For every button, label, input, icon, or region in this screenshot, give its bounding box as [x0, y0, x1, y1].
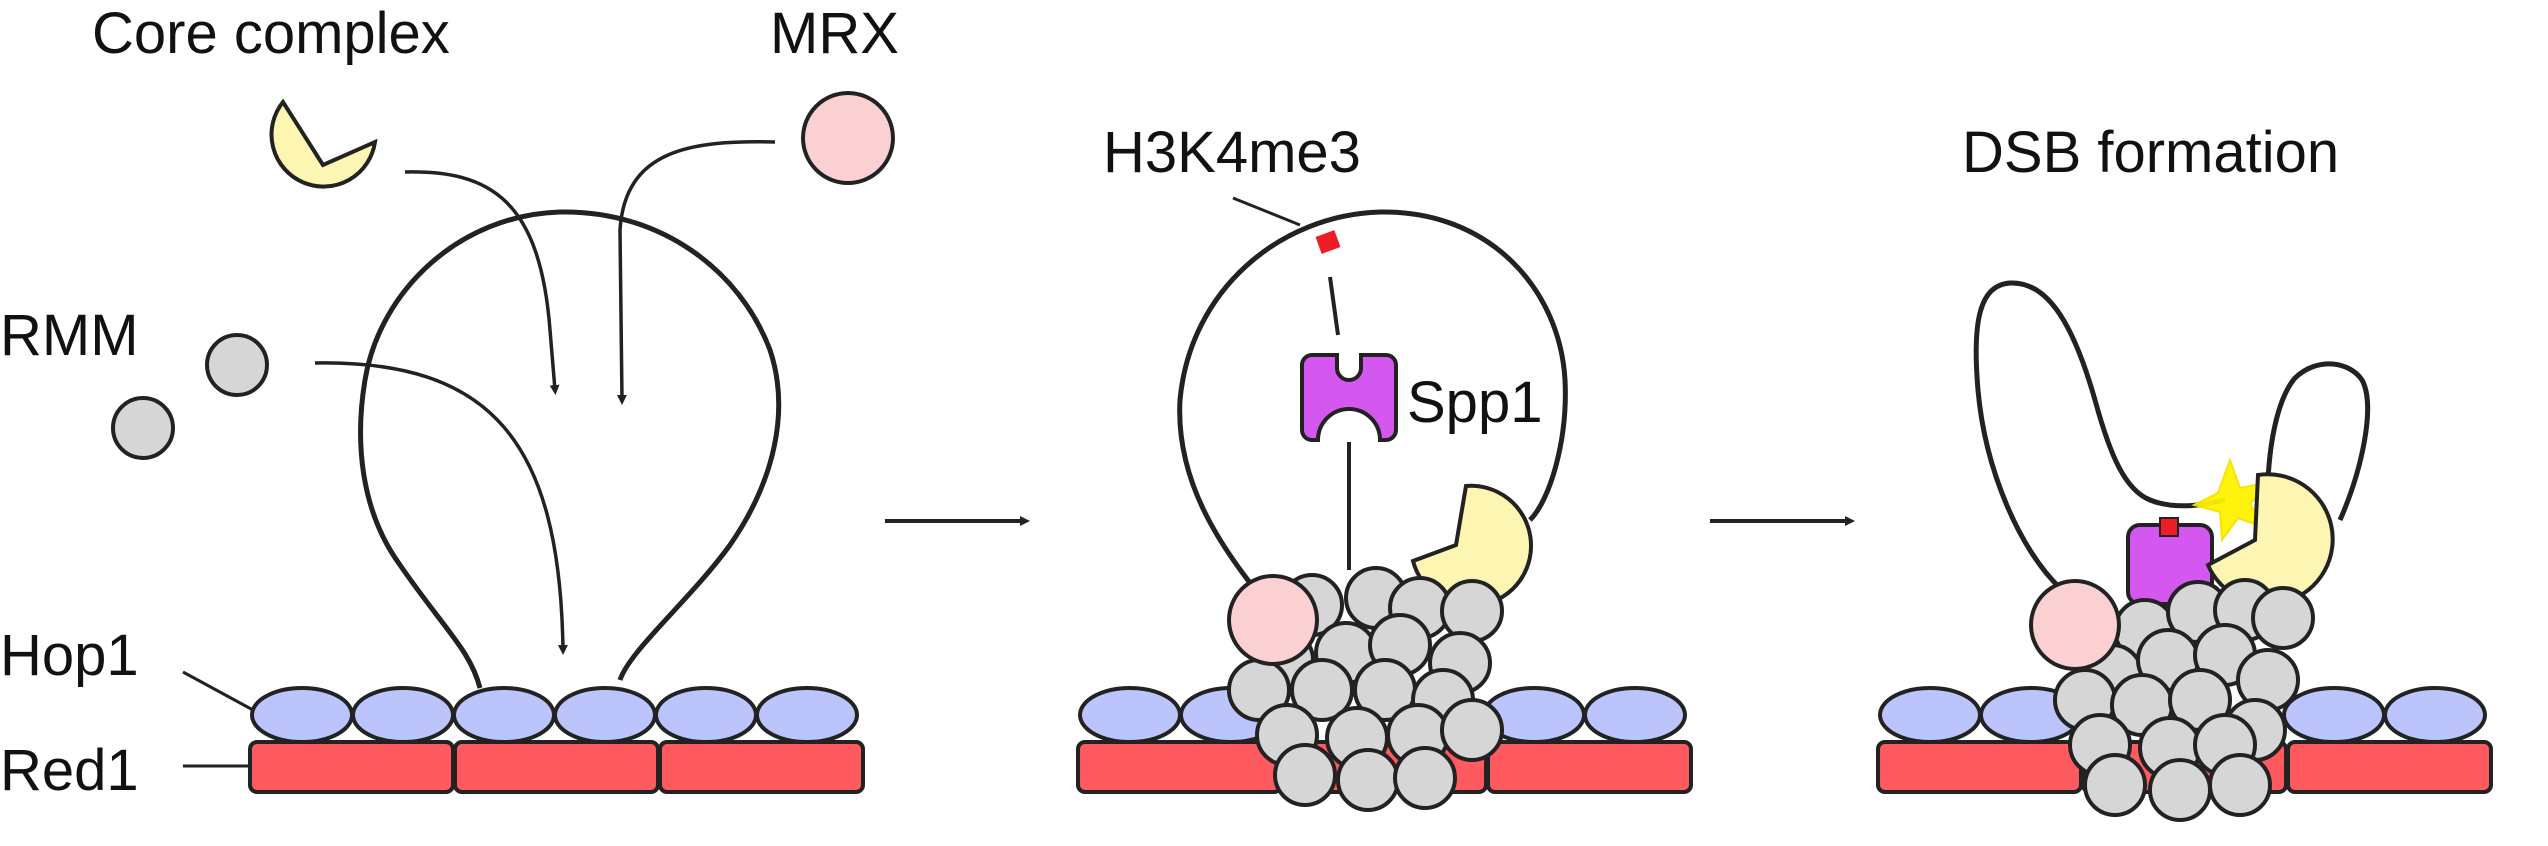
- hop1-protein: [452, 686, 556, 744]
- mrx-protein: [801, 91, 895, 185]
- red1-segment: [1486, 740, 1693, 794]
- rmm-arrow: [314, 361, 568, 655]
- hop1-label: Hop1: [0, 623, 139, 688]
- hop1-protein: [654, 686, 758, 744]
- rmm-protein: [111, 396, 175, 460]
- h3k4me3-label: H3K4me3: [1103, 120, 1361, 185]
- spp1-label: Spp1: [1407, 370, 1542, 435]
- hop1-protein: [2383, 686, 2487, 744]
- chromatin-loop-right: [2265, 361, 2371, 522]
- hop1-protein: [250, 686, 354, 744]
- red1-axis: [248, 740, 865, 794]
- hop1-leader-line: [182, 670, 254, 712]
- h3k4me3-mark: [1315, 230, 1341, 254]
- panel-3: DSB formation: [1876, 120, 2493, 822]
- rmm-label: RMM: [0, 303, 139, 368]
- red1-segment: [1876, 740, 2083, 794]
- mrx-protein: [1227, 574, 1319, 666]
- mrx-arrow: [616, 140, 776, 405]
- hop1-protein: [1078, 686, 1182, 744]
- rmm-protein: [1336, 748, 1400, 812]
- core-complex-protein: [269, 98, 378, 189]
- rmm-protein: [2148, 758, 2212, 822]
- red1-segment: [453, 740, 660, 794]
- core-complex-arrow: [404, 170, 560, 395]
- dsb-formation-label: DSB formation: [1962, 120, 2339, 185]
- hop1-protein: [1583, 686, 1687, 744]
- red1-segment: [658, 740, 865, 794]
- hop1-layer: [1078, 686, 1687, 744]
- red1-label: Red1: [0, 738, 139, 803]
- chromatin-loop-left: [1973, 280, 2226, 590]
- h3k4me3-mark: [2159, 517, 2179, 537]
- rmm-protein: [2083, 753, 2147, 817]
- hop1-protein: [1878, 686, 1982, 744]
- mrx-protein: [2029, 579, 2121, 671]
- hop1-layer: [250, 686, 859, 744]
- rmm-protein: [1290, 658, 1354, 722]
- rmm-protein: [1273, 743, 1337, 807]
- hop1-protein: [553, 686, 657, 744]
- panel-2: H3K4me3 Spp1: [1076, 120, 1693, 812]
- rmm-cluster: [1227, 566, 1504, 812]
- rmm-cluster: [2053, 578, 2315, 822]
- panel-1: Core complex MRX RMM Hop1 Red1: [0, 1, 899, 803]
- red1-segment: [248, 740, 455, 794]
- h3k4me3-leader-line: [1232, 196, 1301, 227]
- red1-segment: [1076, 740, 1283, 794]
- red1-segment: [2286, 740, 2493, 794]
- rmm-protein: [205, 333, 269, 397]
- rmm-protein: [1393, 746, 1457, 810]
- core-complex-label: Core complex: [92, 1, 450, 66]
- rmm-protein: [1440, 579, 1504, 643]
- chromatin-loop: [358, 209, 782, 689]
- rmm-protein: [2251, 586, 2315, 650]
- hop1-protein: [2282, 686, 2386, 744]
- hop1-protein: [755, 686, 859, 744]
- rmm-protein: [1440, 698, 1504, 762]
- hop1-protein: [351, 686, 455, 744]
- mrx-label: MRX: [770, 1, 899, 66]
- h3k4me3-spp1-link: [1328, 276, 1340, 336]
- spp1-protein: [1300, 353, 1398, 442]
- chromatin-loop: [1177, 209, 1568, 622]
- rmm-protein: [2208, 753, 2272, 817]
